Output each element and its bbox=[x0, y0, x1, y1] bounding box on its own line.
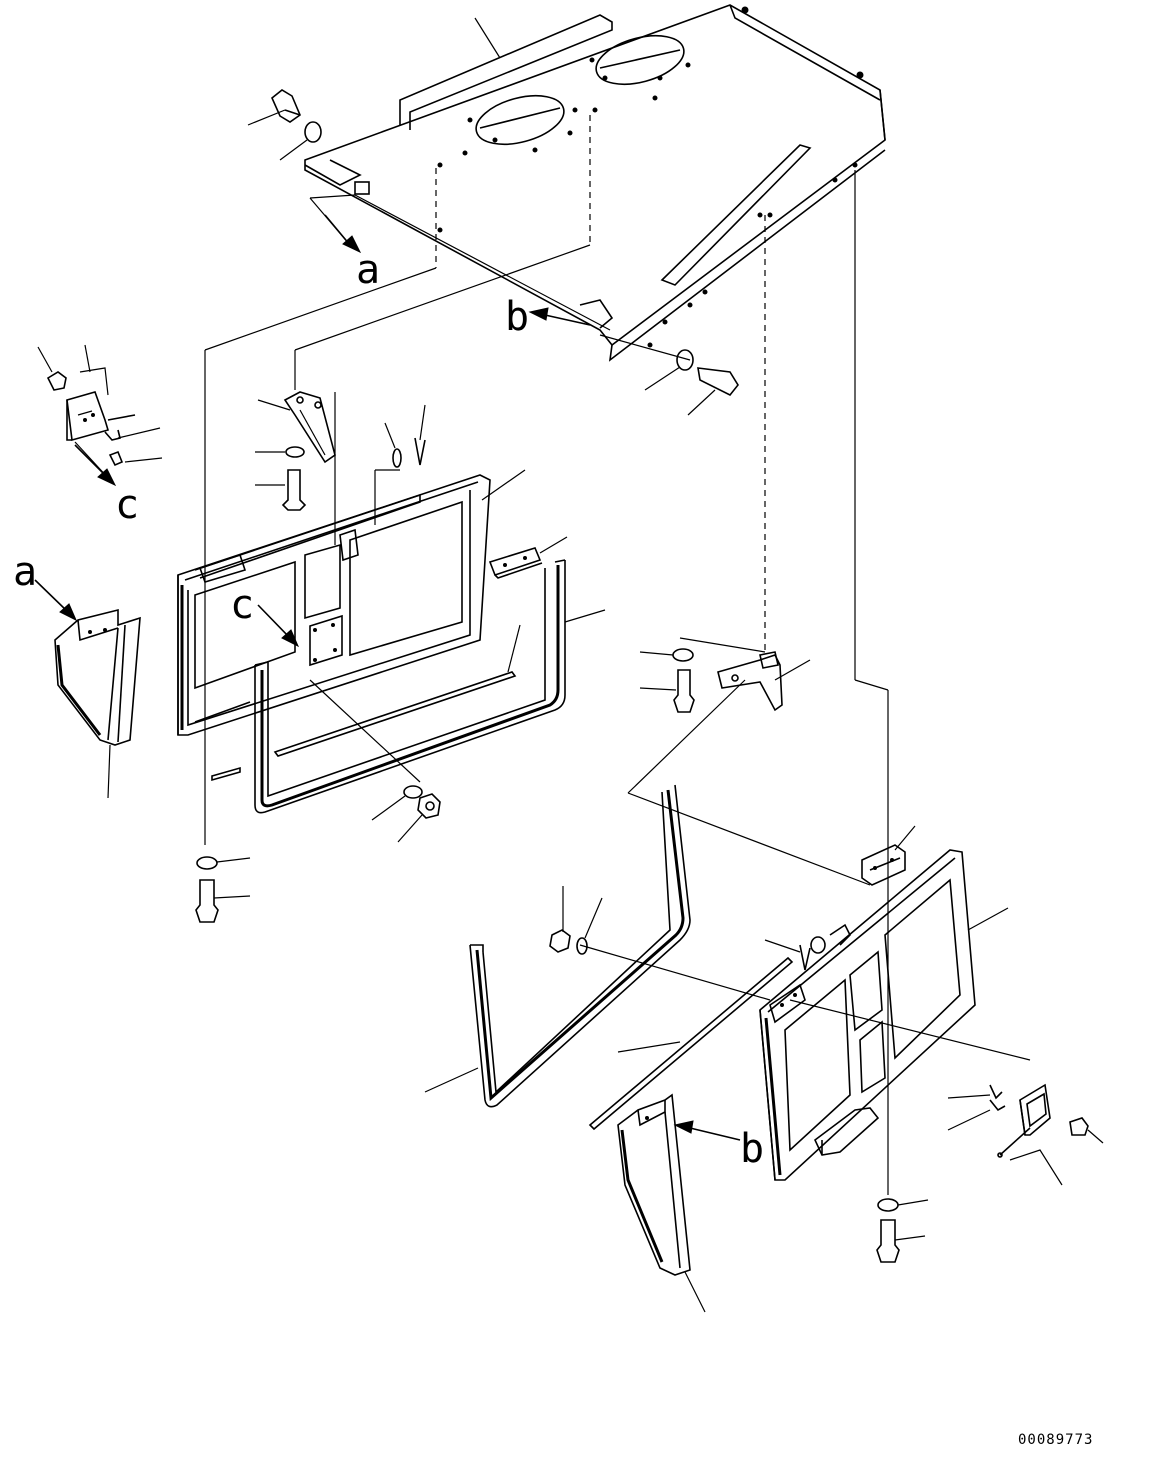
bolt-bottom-left bbox=[195, 856, 251, 923]
label-a-left: a bbox=[13, 549, 37, 595]
top-cover bbox=[304, 4, 886, 362]
hinge-small-right bbox=[861, 825, 916, 886]
latch-assembly-right bbox=[947, 1083, 1104, 1186]
bolt-top-right bbox=[644, 349, 739, 416]
label-c-left: c bbox=[115, 482, 139, 528]
arrow-a-top bbox=[324, 214, 362, 254]
hinge-bracket-right bbox=[717, 651, 811, 712]
arrow-c-left bbox=[74, 444, 117, 487]
label-b-bottom: b bbox=[740, 1126, 764, 1172]
bolt-bottom-right bbox=[876, 1198, 929, 1263]
arrow-a-left bbox=[34, 579, 78, 622]
side-panel-left bbox=[54, 608, 141, 799]
bolt-mid-right bbox=[639, 648, 695, 713]
bolt-top-left bbox=[247, 89, 322, 161]
arrow-b-bottom bbox=[673, 1120, 741, 1141]
washer-pin-right bbox=[764, 923, 851, 971]
washer-and-pin bbox=[384, 404, 426, 468]
washer-nut-center bbox=[371, 785, 441, 843]
nut-washer-lower bbox=[549, 886, 603, 955]
door-frame-left bbox=[177, 469, 526, 736]
strip-left bbox=[194, 624, 521, 782]
door-frame-right bbox=[759, 849, 1009, 1181]
document-number: 00089773 bbox=[1018, 1432, 1094, 1448]
door-seal-left bbox=[254, 559, 606, 814]
arrow-b-top bbox=[528, 307, 591, 326]
arrow-c-center bbox=[257, 604, 300, 648]
reference-lines bbox=[204, 115, 1031, 1195]
door-seal-right bbox=[424, 784, 691, 1108]
label-b-top: b bbox=[505, 294, 529, 340]
label-c-center: c bbox=[230, 582, 254, 628]
label-a-top: a bbox=[356, 247, 380, 293]
hinge-small-left bbox=[488, 536, 568, 579]
latch-assembly-left bbox=[37, 344, 163, 481]
strip-right bbox=[588, 956, 794, 1131]
hinge-bracket-left bbox=[255, 391, 336, 511]
side-panel-right bbox=[617, 1093, 706, 1313]
